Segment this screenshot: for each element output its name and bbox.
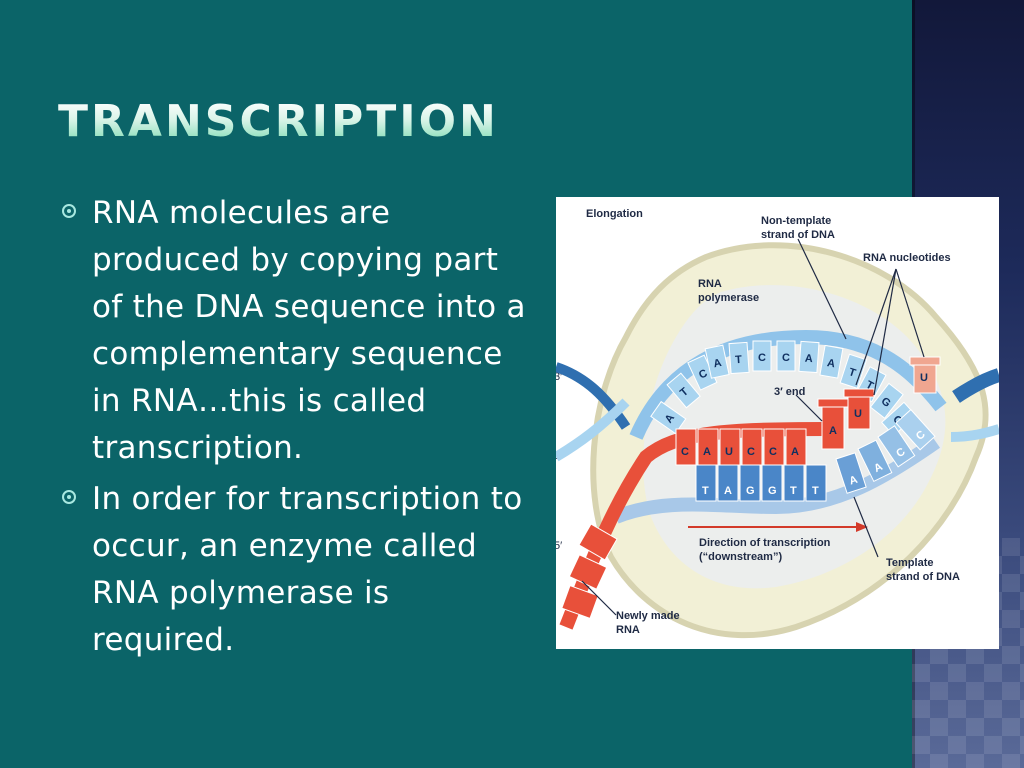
dna-backbone-right (952, 368, 999, 403)
template-base: G (746, 485, 755, 497)
incoming-rna-base: A (829, 425, 837, 437)
template-bases: T A G G T T A A C C (695, 408, 936, 502)
dna-backbone-left (556, 362, 631, 430)
label-non-template-1: Non-template (761, 215, 831, 227)
non-template-base: T (847, 366, 857, 380)
bullet-ring-icon (62, 490, 76, 504)
rna-base: C (769, 446, 777, 458)
bullet-item: In order for transcription to occur, an … (60, 476, 530, 664)
dna-backbone-right-2 (950, 424, 999, 442)
non-template-base: A (826, 357, 836, 370)
label-3prime-end: 3′ end (774, 386, 805, 398)
bullet-text: RNA molecules are produced by copying pa… (92, 195, 526, 466)
template-base: A (724, 485, 732, 497)
side-label-5prime-bottom: 5′ (556, 540, 562, 552)
transcription-diagram: 3′ 5′ 5′ A T C A T C C A A T T G G (556, 197, 999, 649)
label-template-2: strand of DNA (886, 571, 960, 583)
rna-base: U (725, 446, 733, 458)
rna-base: A (703, 446, 711, 458)
non-template-bases: A T C A T C C A A T T G G (650, 340, 917, 437)
incoming-rna-base: U (854, 408, 862, 420)
rna-base: C (681, 446, 689, 458)
non-template-base: C (758, 352, 766, 364)
figure-heading: Elongation (586, 208, 643, 220)
side-label-3prime: 3′ (556, 371, 562, 383)
template-base: T (790, 485, 797, 497)
label-newly-made-2: RNA (616, 624, 640, 636)
label-rna-polymerase-1: RNA (698, 278, 722, 290)
rna-bases: C A U C C A (561, 428, 807, 620)
non-template-base: T (864, 379, 876, 393)
incoming-rna-base: U (920, 372, 928, 384)
pointer-line (797, 238, 847, 340)
pointer-line (795, 394, 823, 422)
label-direction-1: Direction of transcription (699, 537, 831, 549)
pointer-line (873, 268, 897, 396)
label-rna-nucleotides: RNA nucleotides (863, 252, 951, 264)
bullet-text: In order for transcription to occur, an … (92, 481, 523, 658)
pointer-line (895, 268, 925, 358)
template-base: T (812, 485, 819, 497)
pointer-line (855, 268, 897, 386)
non-template-base: C (782, 352, 790, 364)
template-base: G (768, 485, 777, 497)
pointer-line (853, 496, 879, 558)
non-template-base: T (735, 354, 743, 366)
template-base: T (702, 485, 709, 497)
pointer-line (581, 580, 617, 616)
direction-arrow-head (856, 522, 868, 532)
transcription-diagram-svg: 3′ 5′ 5′ A T C A T C C A A T T G G (556, 208, 999, 639)
dna-backbone-left-2 (556, 398, 630, 462)
label-direction-2: (“downstream”) (699, 551, 782, 563)
label-rna-polymerase-2: polymerase (698, 292, 759, 304)
bullet-list: RNA molecules are produced by copying pa… (60, 190, 530, 668)
incoming-rna-nucleotides: A U U (817, 356, 941, 450)
non-template-base: A (804, 353, 813, 366)
non-template-base: A (712, 357, 722, 370)
template-base: A (848, 474, 859, 488)
rna-base: A (791, 446, 799, 458)
slide-title: Transcription (58, 96, 499, 147)
rna-base: C (747, 446, 755, 458)
label-newly-made-1: Newly made (616, 610, 680, 622)
label-template-1: Template (886, 557, 933, 569)
bullet-item: RNA molecules are produced by copying pa… (60, 190, 530, 472)
bullet-ring-icon (62, 204, 76, 218)
label-non-template-2: strand of DNA (761, 229, 835, 241)
